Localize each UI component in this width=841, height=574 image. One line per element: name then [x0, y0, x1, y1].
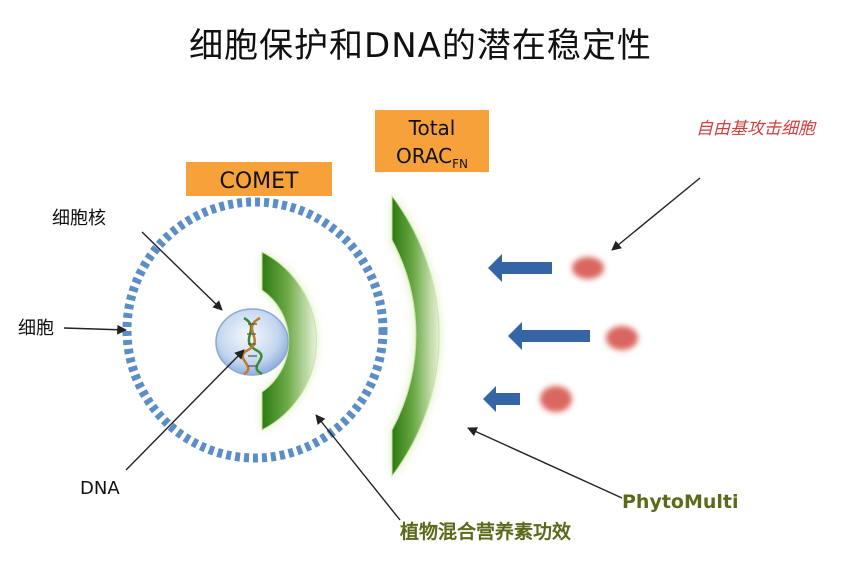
free-radical-2 [606, 326, 638, 350]
total-label: Total [408, 116, 456, 140]
pointer-nucleus [141, 231, 223, 311]
outer-shield [391, 194, 440, 478]
free-radical-3 [540, 386, 572, 412]
free-radical-1 [572, 257, 604, 279]
dna-helix-icon [241, 316, 263, 376]
blue-arrow-bottom [483, 386, 520, 412]
pointer-dna [125, 349, 245, 471]
pointer-plant-mix [315, 414, 401, 521]
blue-arrow-middle [508, 322, 590, 350]
comet-label: COMET [220, 169, 300, 194]
orac-label: ORACFN [396, 144, 468, 171]
cell-membrane [122, 197, 388, 463]
free-radical-label: 自由基攻击细胞 [696, 119, 817, 139]
dna-label: DNA [80, 478, 120, 499]
phytomulti-label: PhytoMulti [622, 491, 739, 513]
plant-mix-label: 植物混合营养素功效 [400, 520, 571, 543]
blue-arrow-top [488, 254, 552, 282]
page-title: 细胞保护和DNA的潜在稳定性 [189, 26, 652, 66]
nucleus [215, 308, 289, 376]
pointer-phytomulti [467, 427, 623, 499]
inner-shield [261, 251, 317, 431]
pointer-cell [63, 324, 127, 335]
pointer-free-radical [611, 177, 701, 251]
cell-label: 细胞 [18, 318, 54, 339]
comet-box [186, 162, 332, 196]
nucleus-label: 细胞核 [52, 208, 106, 229]
total-orac-box [375, 110, 489, 172]
